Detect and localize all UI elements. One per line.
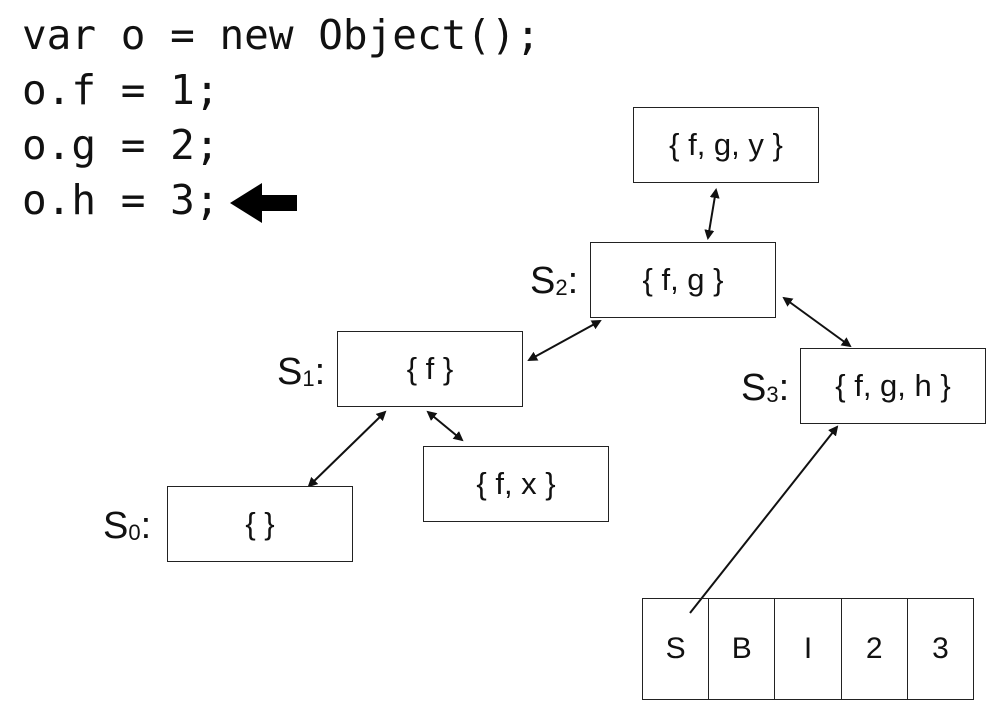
object-cell-3: 3 bbox=[932, 632, 949, 665]
label-base: S bbox=[277, 351, 303, 393]
current-line-arrow-icon bbox=[230, 183, 297, 223]
label-subscript: 3 bbox=[766, 382, 779, 407]
label-subscript: 2 bbox=[555, 275, 568, 300]
object-cell-i: I bbox=[775, 599, 842, 699]
edge-s2-fgy bbox=[704, 188, 720, 240]
object-layout-strip: S B I 2 3 bbox=[642, 598, 974, 700]
shape-label-s0: S0: bbox=[103, 506, 151, 551]
object-cell-2: 2 bbox=[842, 599, 908, 699]
label-base: S bbox=[103, 505, 129, 547]
shape-box-s2: { f, g } bbox=[590, 242, 776, 318]
object-cell-shape: S bbox=[643, 599, 710, 699]
shape-label-s2: S2: bbox=[530, 261, 578, 306]
code-listing: var o = new Object(); o.f = 1; o.g = 2; … bbox=[22, 8, 540, 228]
shape-label-s3: S3: bbox=[741, 368, 789, 413]
code-line-2: o.f = 1; bbox=[22, 66, 220, 114]
shape-label-s1: S1: bbox=[277, 352, 325, 397]
edge-s1-fx bbox=[426, 410, 464, 442]
shape-box-s1: { f } bbox=[337, 331, 523, 407]
label-base: S bbox=[530, 260, 556, 302]
edge-object-s3 bbox=[689, 425, 839, 614]
label-subscript: 0 bbox=[128, 520, 141, 545]
label-colon: : bbox=[314, 351, 326, 393]
edge-s0-s1 bbox=[307, 410, 387, 488]
shape-box-fx: { f, x } bbox=[423, 446, 609, 522]
label-colon: : bbox=[140, 505, 152, 547]
shape-box-fgy: { f, g, y } bbox=[633, 107, 819, 183]
shape-box-s0: { } bbox=[167, 486, 353, 562]
code-line-1: var o = new Object(); bbox=[22, 11, 541, 59]
label-colon: : bbox=[567, 260, 579, 302]
edge-s1-s2 bbox=[527, 320, 602, 361]
label-colon: : bbox=[778, 367, 790, 409]
code-line-4: o.h = 3; bbox=[22, 176, 220, 224]
label-subscript: 1 bbox=[302, 366, 315, 391]
code-line-3: o.g = 2; bbox=[22, 121, 220, 169]
label-base: S bbox=[741, 367, 767, 409]
shape-box-s3: { f, g, h } bbox=[800, 348, 986, 424]
edge-s2-s3 bbox=[782, 296, 852, 348]
object-cell-b: B bbox=[709, 599, 776, 699]
